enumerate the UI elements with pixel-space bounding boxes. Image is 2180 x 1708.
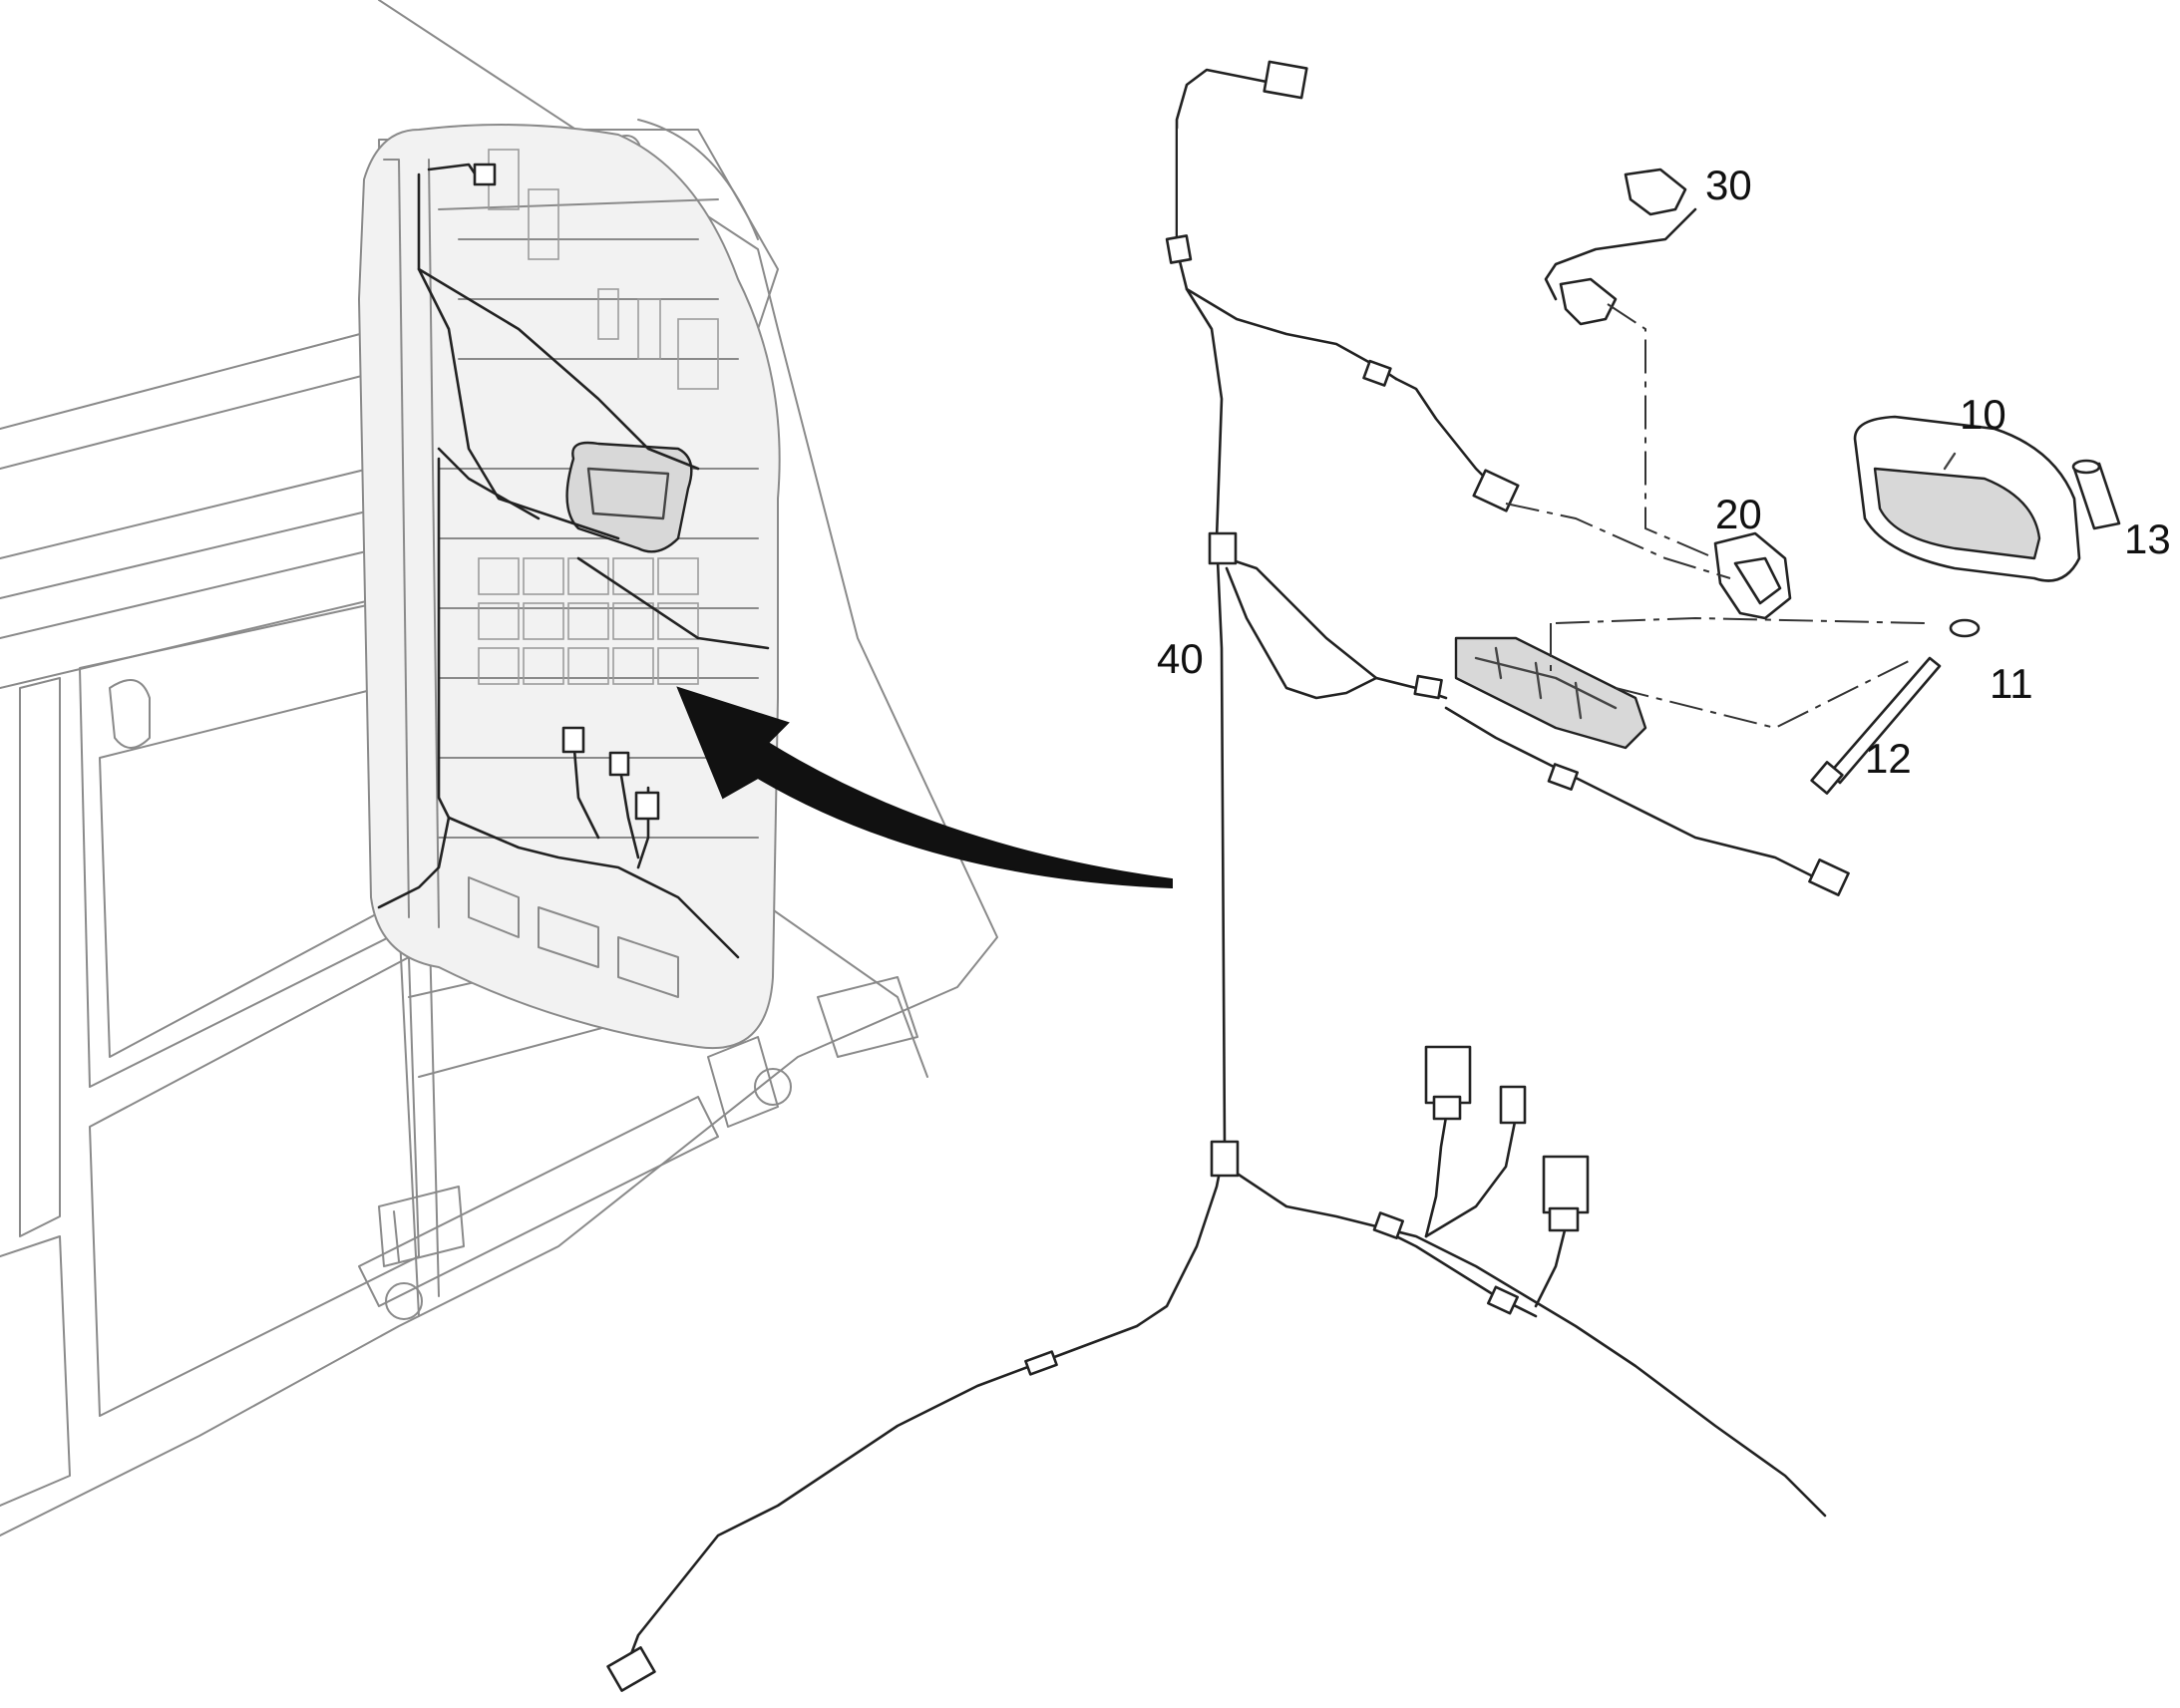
callout-13: 13 [2124, 515, 2171, 562]
item-11-washer [1949, 618, 1981, 638]
callout-12: 12 [1865, 735, 1912, 782]
callout-40: 40 [1157, 635, 1204, 682]
item-12-bolt [1810, 656, 1942, 795]
assembly-lines [1505, 303, 1926, 730]
pointer-arrow [676, 686, 1173, 889]
item-30-adapter-cable [1544, 168, 1697, 326]
harness-connector [606, 60, 1850, 1692]
fuse-relay-block [478, 557, 699, 685]
callout-10: 10 [1960, 391, 2006, 438]
callout-30: 30 [1705, 162, 1752, 208]
callout-11: 11 [1990, 660, 2033, 707]
item-13-sleeve [2071, 459, 2121, 530]
harness-40 [606, 60, 1850, 1692]
item-20-connector [1713, 531, 1792, 620]
fuse-box [1454, 636, 1647, 750]
item-10-display-unit [1853, 415, 2081, 582]
callout-20: 20 [1715, 491, 1762, 537]
cutaway-view [357, 124, 781, 1050]
callout-labels: 10 11 12 13 20 30 40 [1157, 162, 2171, 782]
